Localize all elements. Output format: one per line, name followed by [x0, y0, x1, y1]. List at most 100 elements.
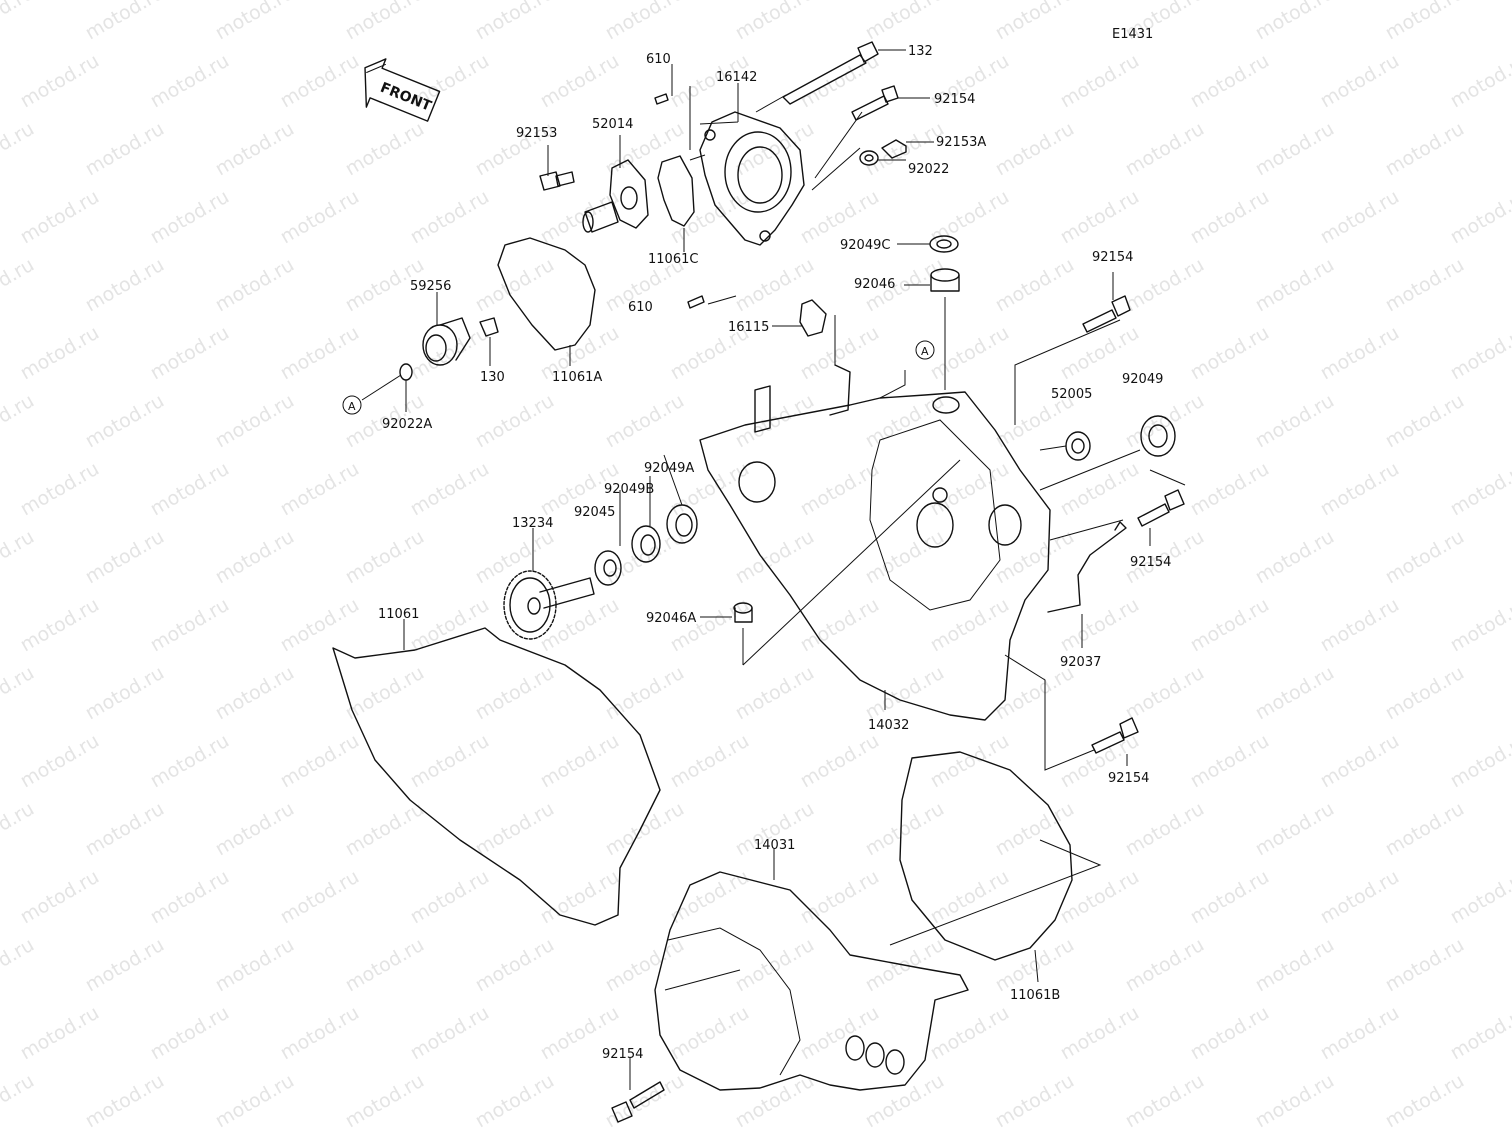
- watermark-text: motod.ru: [992, 526, 1078, 589]
- watermark-text: motod.ru: [1447, 186, 1512, 249]
- watermark-text: motod.ru: [862, 1070, 948, 1133]
- watermark-text: motod.ru: [82, 934, 168, 997]
- diagram-code: E1431: [1112, 27, 1153, 42]
- watermark-text: motod.ru: [1382, 662, 1468, 725]
- watermark-text: motod.ru: [1187, 458, 1273, 521]
- part-callout: 92022: [908, 162, 949, 177]
- watermark-text: motod.ru: [472, 798, 558, 861]
- watermark-text: motod.ru: [17, 322, 103, 385]
- watermark-text: motod.ru: [342, 934, 428, 997]
- watermark-text: motod.ru: [407, 186, 493, 249]
- watermark-text: motod.ru: [1187, 50, 1273, 113]
- watermark-text: motod.ru: [927, 594, 1013, 657]
- pump-housing-16142: [699, 111, 805, 246]
- part-callout: 92154: [1092, 250, 1133, 265]
- watermark-text: motod.ru: [472, 662, 558, 725]
- watermark-text: motod.ru: [862, 798, 948, 861]
- watermark-text: motod.ru: [82, 118, 168, 181]
- watermark-text: motod.ru: [407, 594, 493, 657]
- part-callout: 92049C: [840, 238, 890, 253]
- watermark-text: motod.ru: [147, 1002, 233, 1065]
- watermark-text: motod.ru: [1122, 118, 1208, 181]
- pipe-52014: [582, 159, 649, 233]
- part-callout: 132: [908, 44, 933, 59]
- ref-marker-a-right: A: [915, 340, 935, 360]
- watermark-text: motod.ru: [82, 662, 168, 725]
- watermark-text: motod.ru: [0, 798, 38, 861]
- watermark-text: motod.ru: [667, 730, 753, 793]
- watermark-text: motod.ru: [797, 730, 883, 793]
- watermark-text: motod.ru: [17, 458, 103, 521]
- bearing-52005: [1065, 431, 1091, 461]
- clamp-92037: [1047, 521, 1127, 613]
- watermark-text: motod.ru: [82, 390, 168, 453]
- watermark-text: motod.ru: [602, 526, 688, 589]
- part-callout: 14031: [754, 838, 795, 853]
- bolt-92154-top: [851, 85, 899, 121]
- part-callout: 14032: [868, 718, 909, 733]
- part-callout: 92046: [854, 277, 895, 292]
- watermark-text: motod.ru: [602, 798, 688, 861]
- dowel-610-bottom: [687, 295, 705, 309]
- bolt-130: [479, 317, 499, 337]
- bolt-92153: [539, 171, 575, 191]
- svg-text:A: A: [348, 400, 356, 413]
- watermark-text: motod.ru: [667, 866, 753, 929]
- watermark-text: motod.ru: [277, 730, 363, 793]
- watermark-text: motod.ru: [147, 186, 233, 249]
- watermark-text: motod.ru: [472, 390, 558, 453]
- watermark-text: motod.ru: [212, 390, 298, 453]
- gear-13234: [503, 570, 595, 640]
- bearing-92045: [594, 550, 622, 586]
- watermark-text: motod.ru: [17, 186, 103, 249]
- watermark-text: motod.ru: [0, 118, 38, 181]
- crankcase-cover-14032: [699, 364, 1051, 721]
- watermark-text: motod.ru: [277, 186, 363, 249]
- part-callout: 92045: [574, 505, 615, 520]
- watermark-text: motod.ru: [1382, 934, 1468, 997]
- watermark-text: motod.ru: [82, 798, 168, 861]
- watermark-text: motod.ru: [342, 0, 428, 44]
- watermark-text: motod.ru: [1122, 662, 1208, 725]
- watermark-text: motod.ru: [1252, 934, 1338, 997]
- part-callout: 92049: [1122, 372, 1163, 387]
- part-callout: 11061: [378, 607, 419, 622]
- watermark-text: motod.ru: [1382, 118, 1468, 181]
- watermark-text: motod.ru: [732, 390, 818, 453]
- watermark-text: motod.ru: [1382, 1070, 1468, 1133]
- watermark-text: motod.ru: [407, 730, 493, 793]
- watermark-text: motod.ru: [992, 0, 1078, 44]
- watermark-text: motod.ru: [1252, 526, 1338, 589]
- gasket-11061c: [657, 155, 695, 227]
- watermark-text: motod.ru: [992, 1070, 1078, 1133]
- bearing-92046: [930, 268, 960, 292]
- bolt-92154-bottom: [611, 1081, 665, 1123]
- part-callout: 16142: [716, 70, 757, 85]
- watermark-text: motod.ru: [797, 866, 883, 929]
- watermark-text: motod.ru: [927, 730, 1013, 793]
- washer-92022: [859, 150, 879, 166]
- watermark-text: motod.ru: [862, 526, 948, 589]
- watermark-text: motod.ru: [992, 254, 1078, 317]
- watermark-text: motod.ru: [1187, 866, 1273, 929]
- watermark-text: motod.ru: [472, 526, 558, 589]
- watermark-text: motod.ru: [147, 866, 233, 929]
- watermark-text: motod.ru: [1382, 798, 1468, 861]
- bolt-132: [782, 41, 879, 105]
- bolt-92154-mid-right: [1137, 489, 1185, 527]
- watermark-text: motod.ru: [407, 1002, 493, 1065]
- part-callout: 13234: [512, 516, 553, 531]
- watermark-text: motod.ru: [407, 458, 493, 521]
- watermark-text: motod.ru: [17, 1002, 103, 1065]
- watermark-text: motod.ru: [1122, 798, 1208, 861]
- plug-16115: [799, 299, 827, 337]
- watermark-text: motod.ru: [212, 798, 298, 861]
- watermark-text: motod.ru: [1447, 50, 1512, 113]
- watermark-text: motod.ru: [1187, 322, 1273, 385]
- watermark-text: motod.ru: [82, 0, 168, 44]
- part-callout: 11061C: [648, 252, 698, 267]
- watermark-text: motod.ru: [277, 322, 363, 385]
- part-callout: 92046A: [646, 611, 696, 626]
- watermark-text: motod.ru: [1382, 390, 1468, 453]
- watermark-text: motod.ru: [1057, 458, 1143, 521]
